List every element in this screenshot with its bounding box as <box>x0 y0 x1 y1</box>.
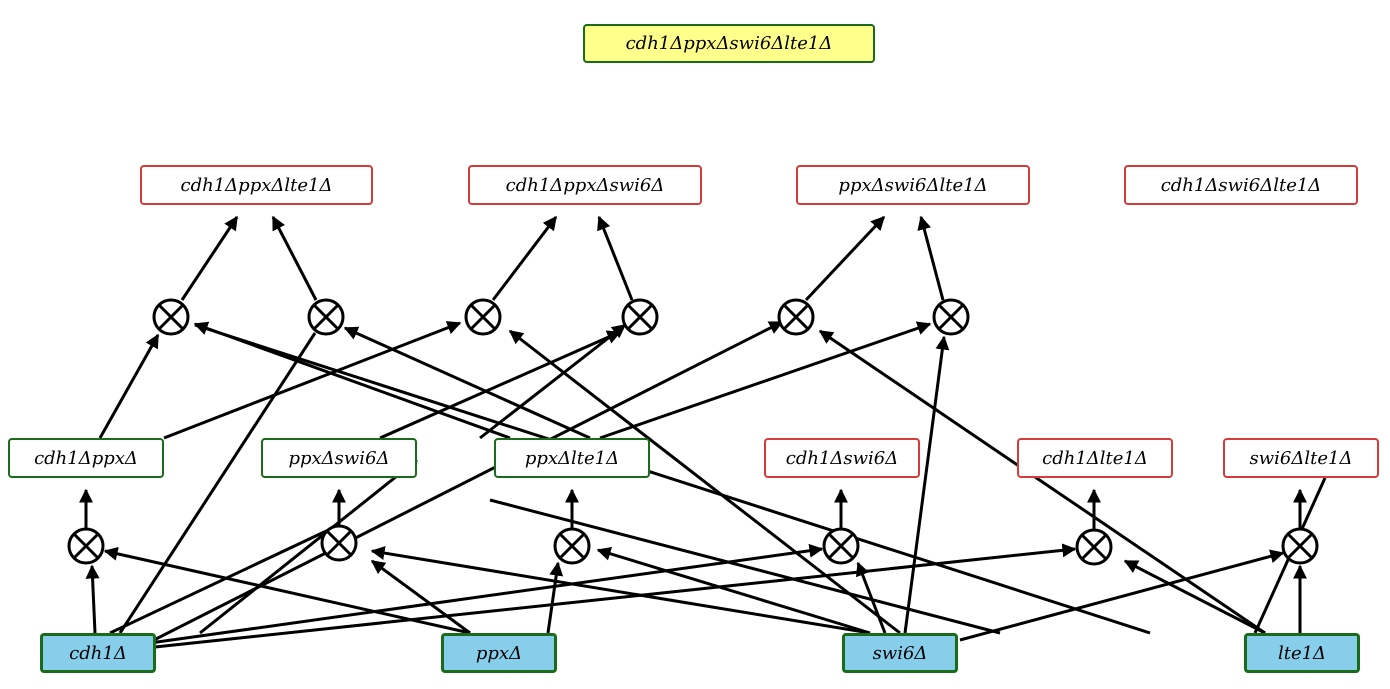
edge-arrow <box>109 523 340 635</box>
edge-arrow <box>149 543 824 645</box>
node-single-cdh1: cdh1Δ <box>40 633 156 673</box>
edge-arrow <box>818 329 1266 635</box>
edge-arrow <box>370 559 471 635</box>
edge-arrow <box>199 458 418 635</box>
node-single-lte1: lte1Δ <box>1244 633 1360 673</box>
edge-arrow <box>85 564 100 634</box>
otimes-icon <box>822 527 860 565</box>
edge-arrow <box>959 549 1285 642</box>
otimes-icon <box>307 298 345 336</box>
node-triple-cdh1-swi6-lte1: cdh1Δswi6Δlte1Δ <box>1124 165 1358 205</box>
edge-arrow <box>596 546 871 635</box>
otimes-icon <box>152 298 190 336</box>
edge-arrow <box>370 546 871 635</box>
edge-arrow <box>903 335 950 634</box>
node-single-ppx: ppxΔ <box>441 633 557 673</box>
otimes-icon <box>67 527 105 565</box>
edge-arrow <box>194 323 1151 635</box>
edge-arrow <box>599 321 932 440</box>
edge-arrow <box>163 321 462 440</box>
edge-arrow <box>118 332 317 634</box>
edge-arrow <box>508 329 901 635</box>
node-double-swi6-lte1: swi6Δlte1Δ <box>1223 438 1379 478</box>
otimes-icon <box>621 298 659 336</box>
node-triple-ppx-swi6-lte1: ppxΔswi6Δlte1Δ <box>796 165 1030 205</box>
node-single-swi6: swi6Δ <box>842 633 958 673</box>
otimes-icon <box>1075 528 1113 566</box>
node-double-cdh1-lte1: cdh1Δlte1Δ <box>1017 438 1173 478</box>
node-quad: cdh1ΔppxΔswi6Δlte1Δ <box>583 24 875 63</box>
edge-arrow <box>271 215 318 301</box>
edge-arrow <box>180 215 239 301</box>
edge-arrow <box>98 333 160 439</box>
edge-arrow <box>154 543 1077 649</box>
otimes-icon <box>777 298 815 336</box>
combination-operators <box>67 298 1319 566</box>
edge-arrow <box>479 323 627 440</box>
edges <box>79 215 1327 649</box>
edge-arrow <box>491 215 558 301</box>
otimes-icon <box>553 527 591 565</box>
node-triple-cdh1-ppx-lte1: cdh1ΔppxΔlte1Δ <box>140 165 373 205</box>
edge-arrow <box>489 498 1001 635</box>
otimes-icon <box>464 298 502 336</box>
node-double-cdh1-swi6: cdh1Δswi6Δ <box>764 438 920 478</box>
node-triple-cdh1-ppx-swi6: cdh1ΔppxΔswi6Δ <box>468 165 702 205</box>
edge-arrow <box>1123 559 1266 635</box>
edge-arrow <box>597 215 634 301</box>
node-double-ppx-lte1: ppxΔlte1Δ <box>494 438 650 478</box>
edge-arrow <box>379 330 622 440</box>
node-double-ppx-swi6: ppxΔswi6Δ <box>261 438 417 478</box>
edge-arrow <box>343 326 591 440</box>
node-double-cdh1-ppx: cdh1ΔppxΔ <box>8 438 164 478</box>
otimes-icon <box>1281 527 1319 565</box>
edge-arrow <box>917 215 945 301</box>
edge-arrow <box>546 561 564 634</box>
otimes-icon <box>320 524 358 562</box>
edge-arrow <box>804 215 886 302</box>
edge-arrow <box>149 320 784 644</box>
otimes-icon <box>932 298 970 336</box>
